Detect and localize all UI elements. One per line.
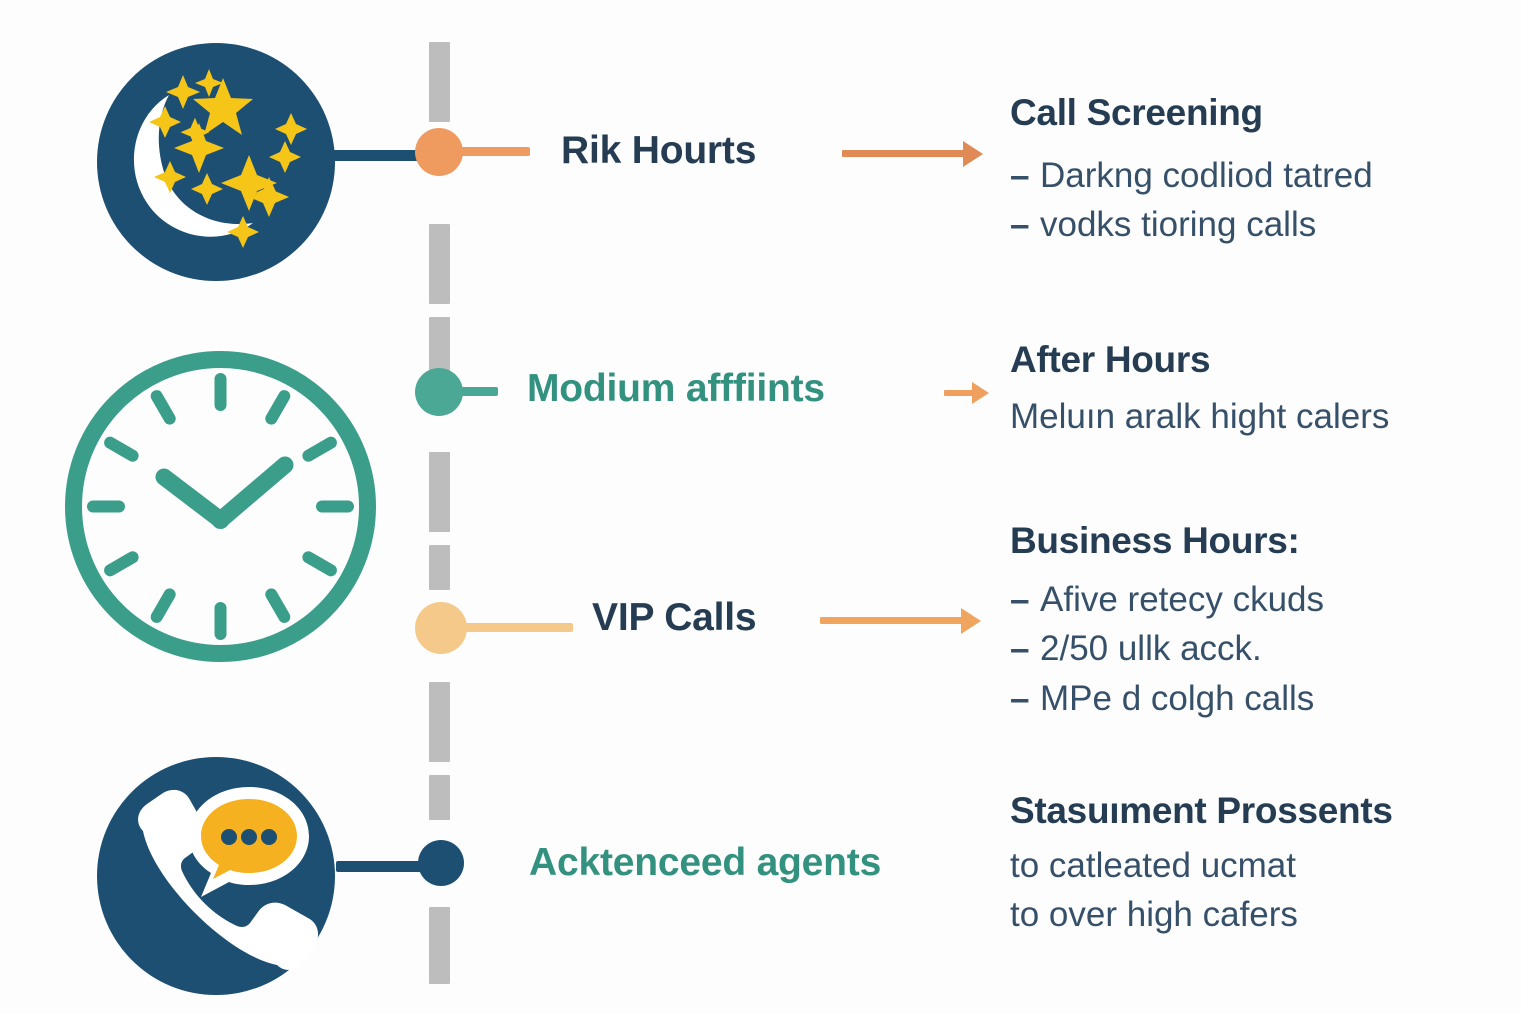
spine-dash-segment bbox=[429, 775, 450, 820]
connector-moon-to-node bbox=[324, 150, 424, 161]
bullet-text: Darkng codliod tatred bbox=[1040, 155, 1373, 195]
spine-dash-segment bbox=[429, 682, 450, 762]
bullet-dash-icon: – bbox=[1010, 679, 1030, 719]
clock-bezel bbox=[65, 351, 376, 662]
phone-handset-shape bbox=[138, 789, 319, 970]
node-medium[interactable] bbox=[415, 368, 463, 416]
block-title: Call Screening bbox=[1010, 92, 1263, 133]
arrow-to-after-hours-head bbox=[972, 382, 989, 404]
arrow-to-business-hours bbox=[820, 617, 965, 624]
arrow-to-business-hours-head bbox=[961, 608, 981, 634]
block-bullet: – MPe d colgh calls bbox=[1010, 674, 1324, 724]
block-business-hours: Business Hours: – Afive retecy ckuds – 2… bbox=[1010, 519, 1324, 724]
connector-node3-right bbox=[463, 623, 573, 632]
star-large bbox=[193, 78, 253, 135]
connector-phone-to-node bbox=[336, 861, 436, 872]
arrow-to-after-hours bbox=[944, 390, 976, 396]
spine-dash-segment bbox=[429, 907, 450, 984]
clock-minute-hand bbox=[212, 456, 294, 529]
node-agents[interactable] bbox=[418, 840, 464, 886]
block-title: Stasuıment Prossents bbox=[1010, 790, 1393, 831]
connector-node1-right bbox=[460, 147, 530, 156]
stage-label-medium: Modium afffiints bbox=[527, 367, 825, 410]
spine-dash-segment bbox=[429, 452, 450, 532]
bullet-dash-icon: – bbox=[1010, 205, 1030, 245]
block-title: Business Hours: bbox=[1010, 520, 1300, 561]
stage-label-agents: Acktenceed agents bbox=[529, 841, 882, 884]
block-after-hours: After Hours Meluın aralk hight calers bbox=[1010, 338, 1389, 441]
block-body-line: to catleated ucmat bbox=[1010, 845, 1296, 885]
block-bullet: – vodks tioring calls bbox=[1010, 200, 1373, 250]
moon-stars-svg bbox=[133, 69, 307, 248]
stage-label-vip-calls: VIP Calls bbox=[592, 596, 757, 639]
arrow-to-call-screening bbox=[842, 150, 967, 157]
phone-chat-svg bbox=[138, 787, 319, 970]
connector-node2-right bbox=[460, 387, 498, 396]
bullet-text: MPe d colgh calls bbox=[1040, 679, 1315, 719]
block-body-line: to over high cafers bbox=[1010, 895, 1298, 935]
block-statement-presents: Stasuıment Prossents to catleated ucmat … bbox=[1010, 789, 1393, 940]
node-risk-hours[interactable] bbox=[415, 128, 463, 176]
clock-svg bbox=[65, 351, 376, 662]
spine-dash-segment bbox=[429, 224, 450, 304]
clock-ticks bbox=[87, 373, 354, 640]
arrow-to-call-screening-head bbox=[963, 141, 983, 167]
bullet-dash-icon: – bbox=[1010, 579, 1030, 619]
phone-chat-icon bbox=[97, 757, 335, 995]
bullet-dash-icon: – bbox=[1010, 629, 1030, 669]
stage-label-risk-hours: Rik Hourts bbox=[561, 129, 757, 172]
bullet-text: Afive retecy ckuds bbox=[1040, 579, 1324, 619]
bullet-dash-icon: – bbox=[1010, 155, 1030, 195]
bubble-dots bbox=[221, 829, 277, 845]
clock-hour-hand bbox=[155, 468, 229, 529]
spine-dash-segment bbox=[429, 42, 450, 122]
bullet-text: 2/50 ullk acck. bbox=[1040, 629, 1262, 669]
clock-icon bbox=[57, 343, 384, 670]
block-title: After Hours bbox=[1010, 339, 1211, 380]
clock-center-pin bbox=[211, 511, 230, 529]
spine-dash-segment bbox=[429, 545, 450, 590]
block-body-line: Meluın aralk hight calers bbox=[1010, 396, 1390, 436]
node-vip-calls[interactable] bbox=[415, 602, 467, 654]
block-bullet: – Darkng codliod tatred bbox=[1010, 151, 1373, 201]
night-moon-stars-icon bbox=[97, 43, 335, 281]
crescent-moon-shape bbox=[133, 95, 253, 237]
sparkle-star-group bbox=[149, 69, 307, 248]
block-bullet: – Afive retecy ckuds bbox=[1010, 575, 1324, 625]
block-call-screening: Call Screening – Darkng codliod tatred –… bbox=[1010, 91, 1373, 250]
bullet-text: vodks tioring calls bbox=[1040, 205, 1317, 245]
block-bullet: – 2/50 ullk acck. bbox=[1010, 624, 1324, 674]
